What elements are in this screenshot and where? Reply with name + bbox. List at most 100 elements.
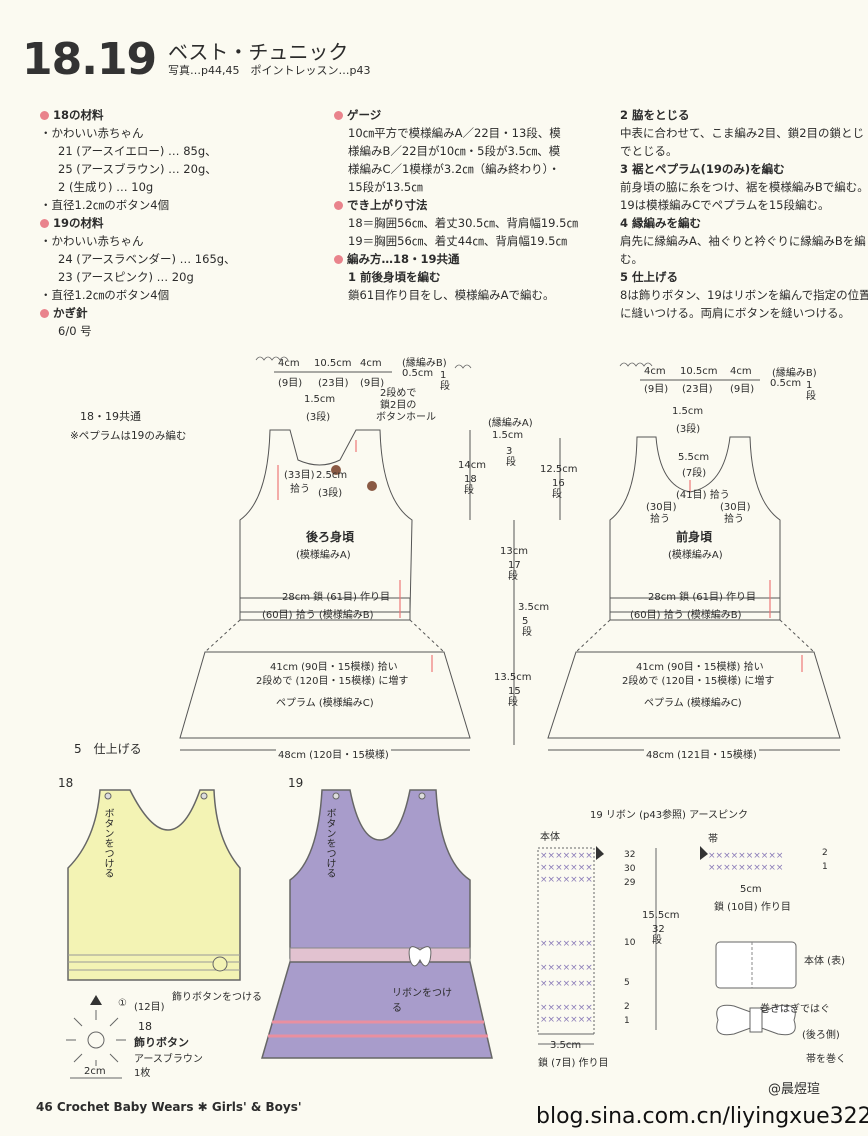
- ribbon-stitch-marks: ××××××××××××××××××××× ××××××××××××××××××…: [540, 851, 783, 1025]
- back-chain: 28cm 鎖 (61目) 作り目: [282, 592, 391, 603]
- deco-title: 18: [138, 1020, 152, 1033]
- btn-note: 鎖2目の: [380, 400, 417, 411]
- stitch-count: (9目): [278, 378, 303, 389]
- tunic-19-illustration: [289, 789, 471, 959]
- side-pick: (33目): [284, 470, 315, 481]
- back-bodice-outline: [239, 429, 413, 613]
- dim-shoulder: 4cm: [730, 366, 752, 377]
- materials-19-heading: 19の材料: [40, 214, 236, 232]
- hook-heading: かぎ針: [40, 304, 236, 322]
- bullet-icon: [40, 111, 49, 120]
- roll-note: 巻きはぎではぐ: [760, 1004, 830, 1015]
- vdim-rows: 17段: [508, 560, 521, 582]
- svg-text:×××××××: ×××××××: [540, 863, 593, 873]
- material-line: 24 (アースラベンダー) … 165g、: [58, 252, 236, 266]
- materials-18-heading: 18の材料: [40, 106, 236, 124]
- dashed-guide: [575, 619, 611, 653]
- body-size: 15.5cm: [642, 910, 680, 921]
- step-line: 肩先に縁編みA、袖ぐりと衿ぐりに縁編みBを編: [620, 234, 866, 248]
- scallop-edge: [619, 362, 653, 367]
- row-num: 29: [624, 878, 636, 888]
- common-label: 18・19共通: [80, 410, 141, 423]
- back-neck-rows: (3段): [318, 488, 343, 499]
- step3-heading: 3 裾とペプラム(19のみ)を編む: [620, 162, 785, 176]
- ribbon-title: 19 リボン (p43参照) アースピンク: [590, 810, 749, 821]
- page-subtitle: 写真…p44,45 ポイントレッスン…p43: [168, 64, 371, 77]
- material-line: 21 (アースイエロー) … 85g、: [58, 144, 217, 158]
- deco-button-chart: [66, 1010, 126, 1079]
- band-size: 5cm: [740, 884, 762, 895]
- front-peplum-outline: [547, 651, 841, 739]
- waist-band: [289, 947, 471, 963]
- row-num: 5: [624, 978, 630, 988]
- back-hem-band: [239, 597, 411, 621]
- front-chain: 28cm 鎖 (61目) 作り目: [648, 592, 757, 603]
- deco-st: (12目): [134, 1002, 165, 1013]
- step-line: 前身頃の脇に糸をつけ、裾を模様編みBで編む。: [620, 180, 868, 194]
- front-hem-band: [609, 597, 781, 621]
- size-line: 18＝胸囲56㎝、着丈30.5㎝、背肩幅19.5㎝: [348, 216, 578, 230]
- ribbon-band-label: 帯: [708, 834, 718, 845]
- body-width: 3.5cm: [550, 1040, 582, 1051]
- btn-note: 2段めで: [380, 388, 417, 399]
- gauge-heading: ゲージ: [334, 106, 578, 124]
- material-line: ・かわいい赤ちゃん: [40, 234, 144, 248]
- step-line: に縫いつける。両肩にボタンを縫いつける。: [620, 306, 850, 320]
- peplum-note: ※ペプラムは19のみ編む: [70, 430, 187, 442]
- step2-heading: 2 脇をとじる: [620, 108, 690, 122]
- neck-dim: 1.5cm: [672, 406, 704, 417]
- edge-a-rows: 3段: [506, 446, 516, 468]
- back-sub: (模様編みA): [296, 550, 351, 561]
- start-arrow-icon: [700, 846, 708, 860]
- scallop-edge: [454, 364, 472, 369]
- vdim: 14cm: [458, 460, 486, 471]
- dim-neck: 10.5cm: [680, 366, 718, 377]
- wrap-note: 帯を巻く: [806, 1054, 846, 1065]
- method-heading: 編み方…18・19共通: [334, 250, 578, 268]
- front-side-pick2: 拾う: [724, 514, 744, 525]
- front-peplum-top1: 41cm (90目・15模様) 拾い: [636, 662, 764, 673]
- step-line: でとじる。: [620, 144, 678, 158]
- vdim: 3.5cm: [518, 602, 550, 613]
- ribbon-body-label: 本体: [540, 832, 560, 843]
- front-peplum-width: 48cm (121目・15模様): [644, 746, 759, 761]
- material-line: ・直径1.2㎝のボタン4個: [40, 288, 170, 302]
- stitch-count: (9目): [360, 378, 385, 389]
- edge-b-rows: 1段: [440, 370, 450, 392]
- front-side-pick2: 拾う: [650, 514, 670, 525]
- vdim-rows: 5段: [522, 616, 532, 638]
- deco-button-icon: [212, 956, 228, 972]
- body-chain: 鎖 (7目) 作り目: [538, 1058, 609, 1069]
- bullet-icon: [40, 309, 49, 318]
- dim-shoulder: 4cm: [278, 358, 300, 369]
- button-marker: [367, 481, 377, 491]
- bullet-icon: [334, 255, 343, 264]
- weibo-watermark: @晨煜瑄: [768, 1082, 821, 1097]
- bullet-icon: [334, 201, 343, 210]
- vdim-rows: 16段: [552, 478, 565, 500]
- material-line: 25 (アースブラウン) … 20g、: [58, 162, 217, 176]
- material-line: ・かわいい赤ちゃん: [40, 126, 144, 140]
- front-neck-depth: 5.5cm: [678, 452, 710, 463]
- side-pick2: 拾う: [290, 484, 310, 495]
- gauge-line: 様編みB／22目が10㎝・5段が3.5㎝、模: [348, 144, 561, 158]
- svg-text:××××××××××: ××××××××××: [708, 851, 783, 861]
- step-line: 中表に合わせて、こま編み2目、鎖2目の鎖とじ: [620, 126, 865, 140]
- vdim-rows: 18段: [464, 474, 477, 496]
- dim-shoulder: 4cm: [644, 366, 666, 377]
- svg-text:×××××××: ×××××××: [540, 963, 593, 973]
- edge-b-label: (縁編みB): [772, 368, 817, 379]
- dim-shoulder: 4cm: [360, 358, 382, 369]
- vest-18-illustration: [67, 789, 241, 981]
- material-line: 2 (生成り) … 10g: [58, 180, 154, 194]
- front-label: 前身頃: [676, 530, 713, 544]
- front-peplum-label: ペプラム (模様編みC): [644, 698, 742, 709]
- svg-text:×××××××: ×××××××: [540, 851, 593, 861]
- band-row: 2: [822, 848, 828, 858]
- dashed-guide: [779, 619, 815, 653]
- band-chain: 鎖 (10目) 作り目: [714, 902, 791, 913]
- back-label: 後ろ身頃: [306, 530, 355, 544]
- svg-text:×××××××: ×××××××: [540, 1015, 593, 1025]
- svg-text:××××××××××: ××××××××××: [708, 863, 783, 873]
- dim-neck: 10.5cm: [314, 358, 352, 369]
